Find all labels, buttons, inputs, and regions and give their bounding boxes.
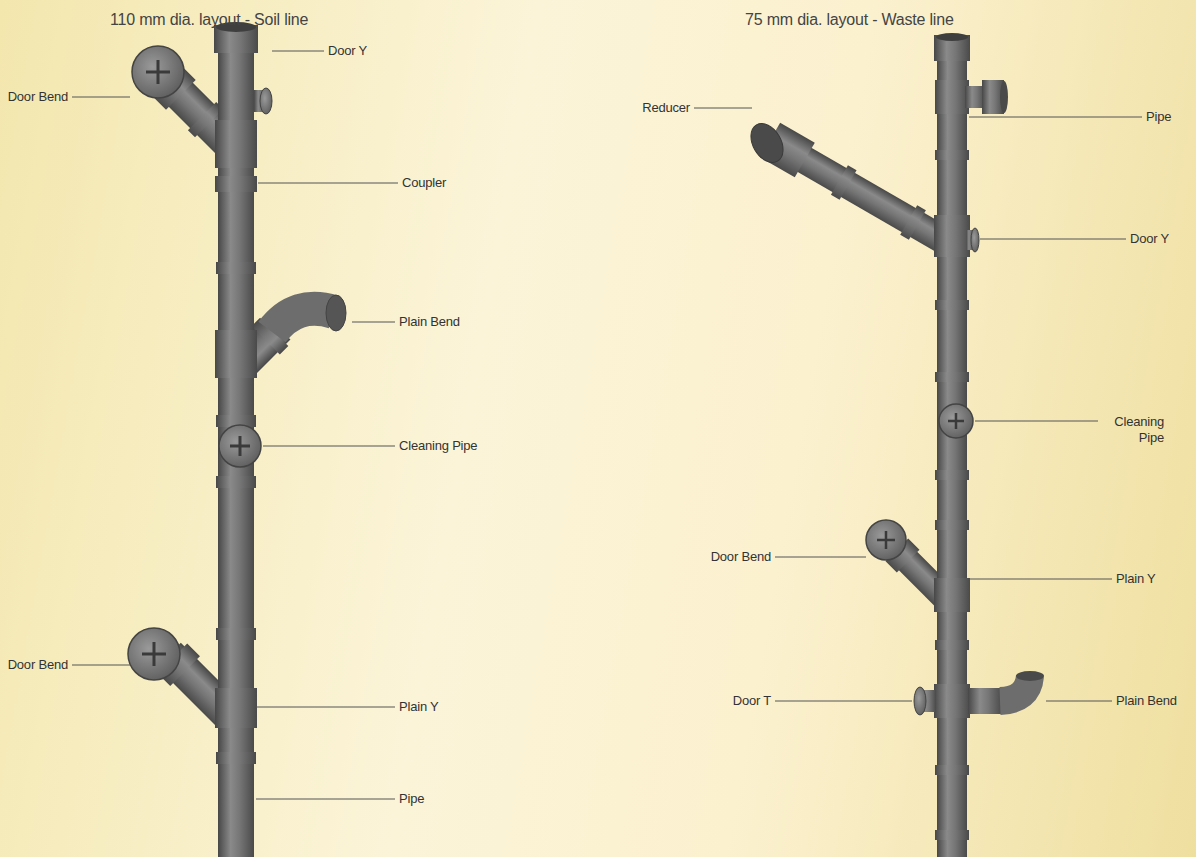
cleaning-cover xyxy=(219,425,261,467)
part-label: Pipe xyxy=(1146,109,1171,125)
door-cover xyxy=(866,520,906,560)
part-label: Pipe xyxy=(399,791,424,807)
soil-line xyxy=(128,22,346,857)
part-label: Door Bend xyxy=(8,89,68,105)
door-cover-cross xyxy=(142,642,166,666)
waste-line xyxy=(744,33,1044,857)
leader-lines xyxy=(72,51,1142,799)
part-label: Cleaning Pipe xyxy=(399,438,477,454)
part-label: Plain Y xyxy=(399,699,439,715)
part-label: Door Y xyxy=(1130,231,1169,247)
main-pipe xyxy=(937,40,967,857)
part-label: Door T xyxy=(733,693,771,709)
heading: 110 mm dia. layout - Soil line xyxy=(110,10,308,29)
door-t-cover xyxy=(914,687,926,715)
cleaning-cover xyxy=(939,404,973,438)
door-cover xyxy=(128,628,180,680)
part-label: Plain Bend xyxy=(399,314,460,330)
reducer-opening xyxy=(744,118,789,168)
part-label: Door Bend xyxy=(8,657,68,673)
reducer-branch xyxy=(760,123,962,263)
part-label: Coupler xyxy=(402,175,446,191)
heading: 75 mm dia. layout - Waste line xyxy=(745,10,954,29)
bend-opening xyxy=(326,295,346,331)
part-label: Door Y xyxy=(328,43,367,59)
part-label: Plain Bend xyxy=(1116,693,1177,709)
door-cover-cross xyxy=(146,60,170,84)
part-label: Reducer xyxy=(642,100,690,116)
door-cover xyxy=(132,46,184,98)
part-label: Door Bend xyxy=(711,549,771,565)
part-label: Plain Y xyxy=(1116,571,1156,587)
part-label: Cleaning Pipe xyxy=(1102,414,1164,445)
plain-bend-elbow xyxy=(272,309,334,332)
